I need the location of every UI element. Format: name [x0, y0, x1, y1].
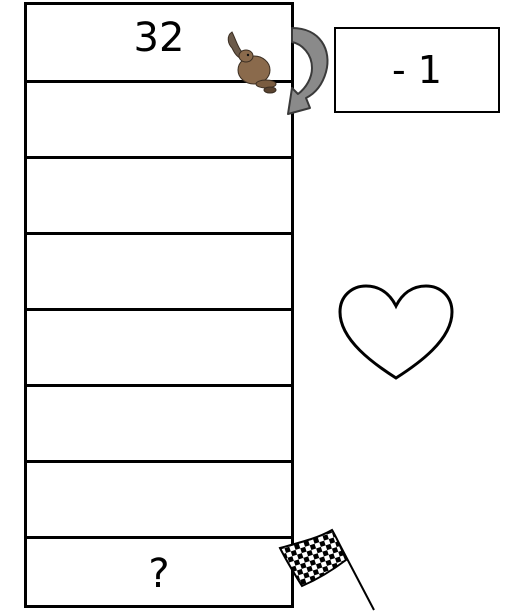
ladder-row-5[interactable]	[27, 308, 291, 383]
step-label: - 1	[336, 48, 498, 92]
beaver-icon	[224, 30, 280, 96]
final-answer: ?	[27, 551, 291, 597]
ladder-row-3[interactable]	[27, 156, 291, 231]
ladder-row-8[interactable]: ?	[27, 536, 291, 608]
heart-icon	[334, 282, 458, 386]
ladder-row-6[interactable]	[27, 384, 291, 459]
checkered-flag-icon	[272, 526, 378, 612]
step-operation-box: - 1	[334, 27, 500, 113]
curved-arrow-icon	[280, 22, 340, 124]
ladder-row-4[interactable]	[27, 232, 291, 307]
ladder-row-7[interactable]	[27, 460, 291, 535]
